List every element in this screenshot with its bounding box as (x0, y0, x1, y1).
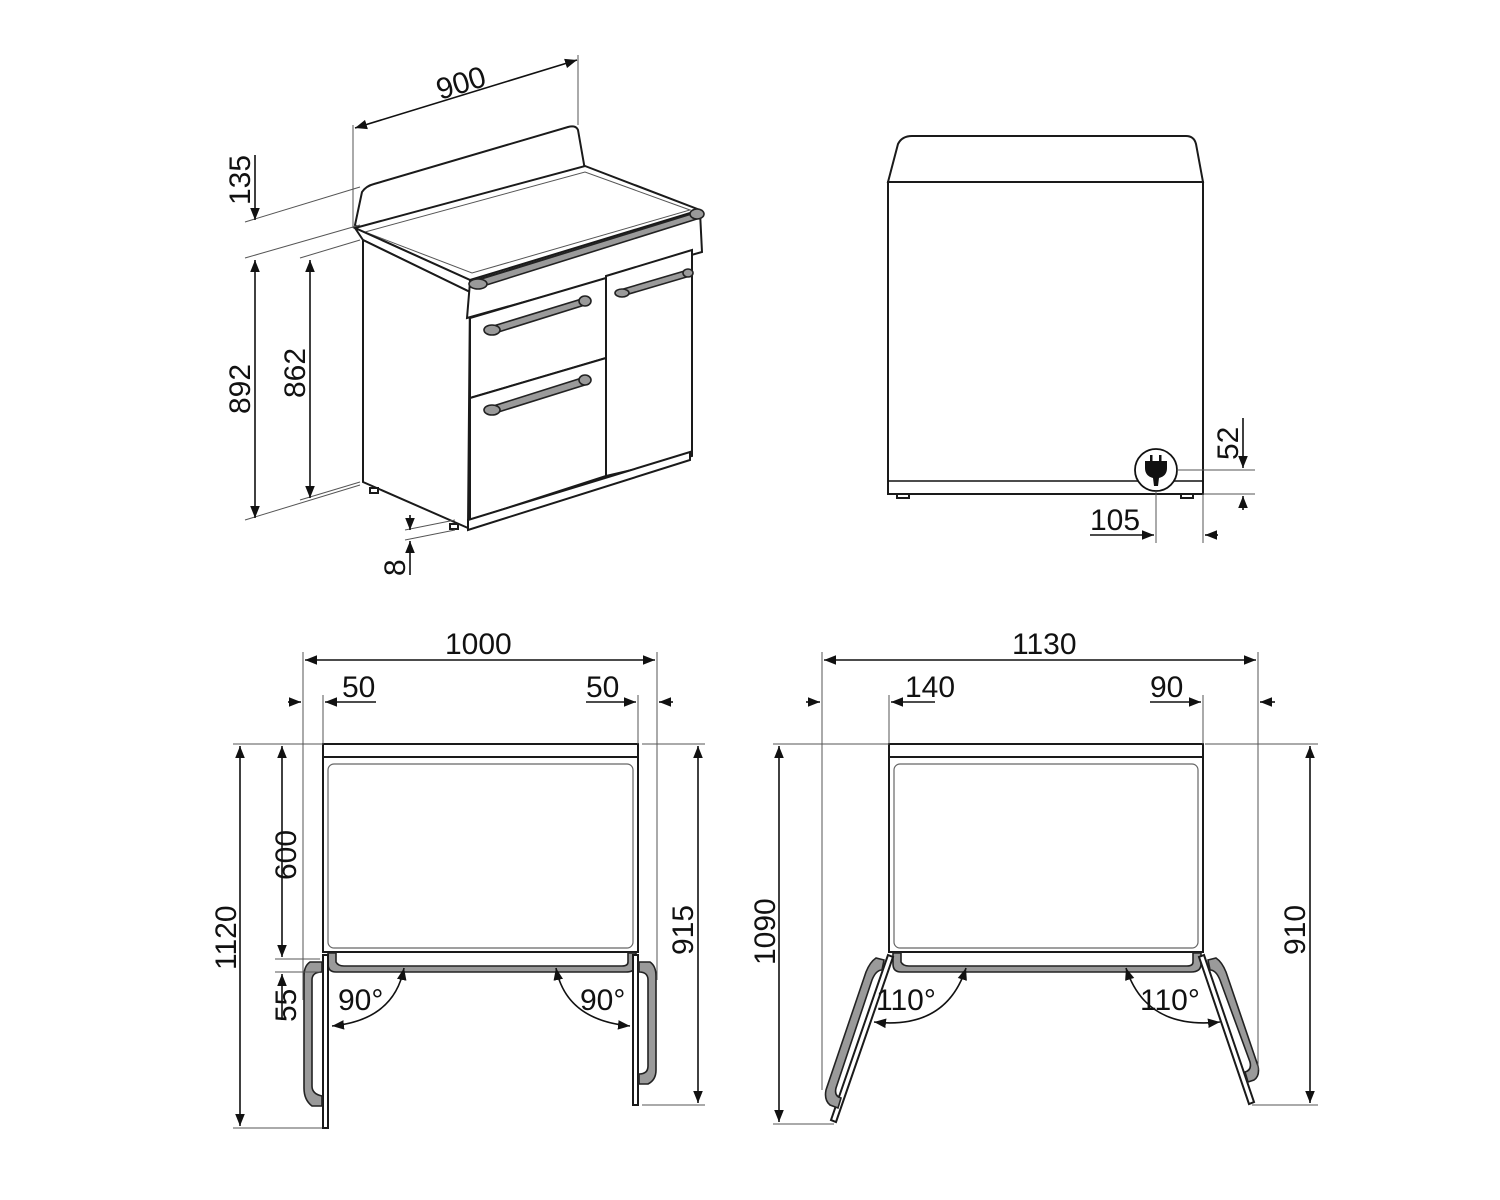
dim-plug-52: 52 (1212, 427, 1245, 460)
dim-width-1130: 1130 (1012, 628, 1077, 661)
dim-depth-1090: 1090 (749, 898, 782, 965)
dim-width-1000: 1000 (445, 628, 512, 661)
dim-depth-915: 915 (667, 905, 700, 955)
angle-left-90: 90° (338, 984, 383, 1017)
power-plug-icon (1134, 448, 1178, 492)
dim-depth-1120: 1120 (210, 905, 243, 970)
dim-clearance-right-50: 50 (586, 671, 619, 704)
dim-depth-600: 600 (270, 830, 303, 880)
dim-plug-105: 105 (1090, 504, 1140, 537)
dim-clearance-left-140: 140 (905, 671, 955, 704)
side-view: 52 105 (886, 135, 1255, 543)
dim-clearance-right-90: 90 (1150, 671, 1183, 704)
dim-height-892: 892 (224, 364, 257, 414)
dim-width-900: 900 (432, 60, 490, 106)
angle-left-110: 110° (876, 984, 936, 1017)
dim-clearance-left-50: 50 (342, 671, 375, 704)
angle-right-110: 110° (1140, 984, 1200, 1017)
dim-depth-910: 910 (1279, 905, 1312, 955)
plan-view-90: 90° 90° 1000 50 50 1120 600 55 915 (210, 628, 705, 1129)
angle-right-90: 90° (580, 984, 625, 1017)
plan-view-110: 110° 110° 1130 140 90 1090 910 (749, 628, 1318, 1125)
dim-backsplash-135: 135 (224, 155, 257, 205)
isometric-view: 900 135 892 862 8 (224, 55, 705, 576)
dim-foot-8: 8 (379, 559, 412, 576)
dim-height-862: 862 (279, 348, 312, 398)
dim-depth-55: 55 (270, 989, 303, 1022)
